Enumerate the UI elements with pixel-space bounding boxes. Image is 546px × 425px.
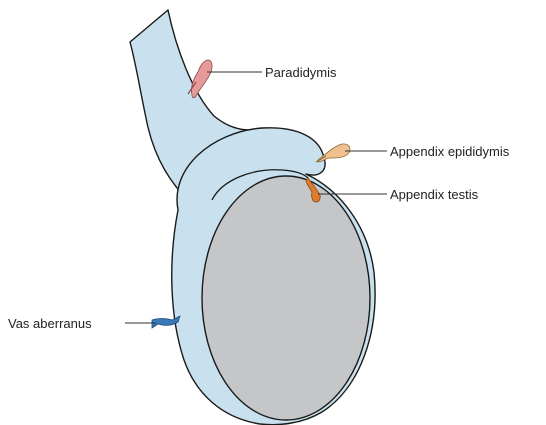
label-appendix-testis: Appendix testis [390,187,479,202]
testis [202,176,370,420]
label-paradidymis: Paradidymis [265,65,337,80]
label-vas-aberranus: Vas aberranus [8,316,92,331]
label-appendix-epididymis: Appendix epididymis [390,144,510,159]
paradidymis-structure [191,60,212,98]
